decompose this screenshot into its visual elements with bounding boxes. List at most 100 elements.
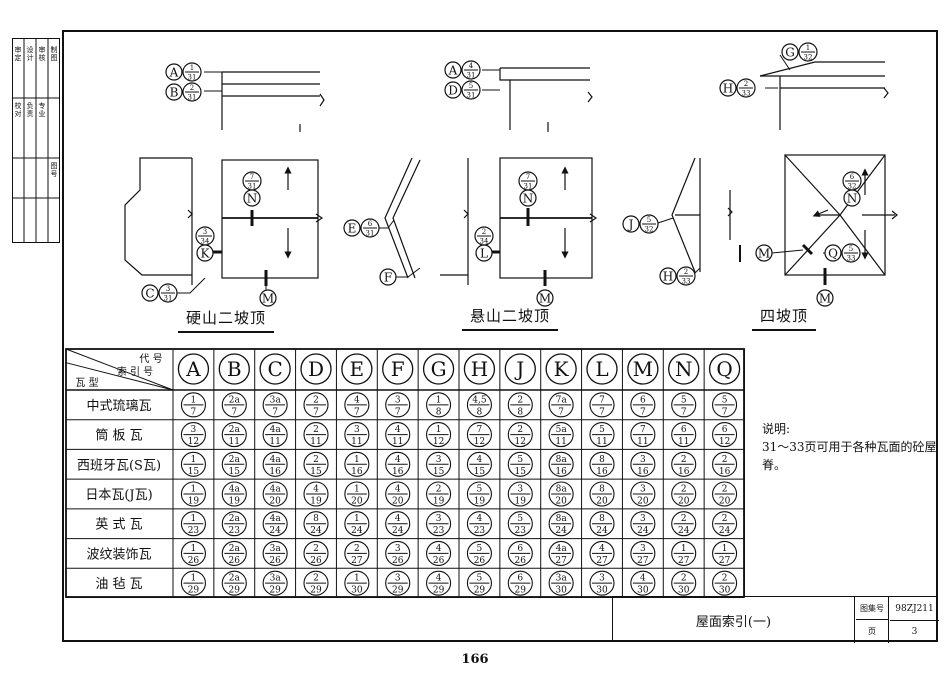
callout-circle	[196, 244, 214, 262]
index-cell-num: 5	[681, 395, 687, 405]
index-cell-num: 3	[640, 455, 646, 465]
index-cell: 37	[385, 392, 411, 418]
callout-circle	[444, 61, 462, 79]
index-cell: 629	[507, 570, 533, 596]
index-cell-num: 2	[313, 544, 319, 554]
index-cell-den: 7	[191, 407, 197, 417]
index-cell: 611	[671, 422, 697, 448]
index-cell: 216	[671, 451, 697, 477]
column-H: H	[463, 353, 496, 385]
index-cell-num: 1	[354, 485, 360, 495]
index-cell-den: 30	[678, 586, 690, 596]
index-cell-num: 5a	[556, 425, 568, 435]
index-cell: 427	[589, 540, 615, 566]
callout-M: M	[816, 289, 834, 307]
index-cell-den: 7	[313, 407, 319, 417]
callout-circle	[444, 81, 462, 99]
index-cell-num: 3	[395, 544, 401, 554]
column-letter: K	[554, 357, 570, 381]
index-cell-num: 6	[722, 425, 728, 435]
index-cell-den: 29	[310, 586, 322, 596]
callout-letter: E	[348, 222, 357, 236]
index-cell: 511	[589, 422, 615, 448]
index-cell-num: 2	[517, 395, 523, 405]
index-cell: 124	[344, 511, 370, 537]
index-cell-den: 12	[433, 437, 444, 447]
index-cell-den: 16	[392, 467, 404, 477]
index-cell: 17	[180, 392, 206, 418]
index-cell-den: 30	[555, 586, 567, 596]
index-cell-num: 3	[640, 485, 646, 495]
binding-label: 核	[39, 53, 46, 62]
index-cell-den: 27	[555, 556, 567, 566]
index-cell-num: 2a	[229, 425, 241, 435]
index-cell-den: 16	[596, 467, 608, 477]
index-cell-num: 2	[313, 395, 319, 405]
index-cell: 316	[630, 451, 656, 477]
index-cell-num: 4a	[270, 425, 282, 435]
index-cell-den: 11	[351, 437, 362, 447]
index-cell-num: 8	[313, 514, 319, 524]
callout-letter: N	[247, 192, 258, 206]
index-cell-num: 4	[477, 455, 483, 465]
index-cell-den: 26	[229, 556, 241, 566]
notes-text: 31～33页可用于各种瓦面的砼屋脊。	[762, 440, 937, 472]
index-cell-den: 27	[719, 556, 731, 566]
binding-label: 图	[51, 54, 58, 62]
row-label: 波纹装饰瓦	[86, 547, 151, 562]
column-K: K	[545, 353, 577, 385]
index-cell-num: 4	[395, 455, 401, 465]
callout-den: 31	[188, 94, 197, 102]
index-cell: 220	[671, 481, 697, 507]
table-row: 西班牙瓦(S瓦)1152a154a162151164163154155158a1…	[77, 451, 738, 477]
index-cell-num: 5	[599, 425, 605, 435]
row-label: 中式琉璃瓦	[86, 399, 151, 414]
index-cell-num: 3	[436, 455, 442, 465]
index-cell: 119	[180, 481, 206, 507]
callout-circle	[519, 189, 537, 207]
index-cell-den: 29	[474, 586, 486, 596]
index-cell-num: 3	[640, 514, 646, 524]
index-cell-den: 24	[637, 526, 649, 536]
index-cell-den: 19	[433, 497, 445, 507]
index-cell-den: 20	[719, 497, 731, 507]
index-cell-den: 29	[433, 586, 445, 596]
index-cell: 129	[180, 570, 206, 596]
index-cell: 18	[426, 392, 452, 418]
index-cell-den: 7	[599, 407, 605, 417]
index-cell: 7a7	[548, 392, 574, 418]
column-letter: Q	[716, 357, 732, 381]
caption-overhang-gable: 悬山二坡顶	[462, 305, 559, 331]
index-cell-den: 23	[515, 526, 527, 536]
column-circle	[463, 353, 496, 385]
index-cell-num: 3	[436, 514, 442, 524]
index-cell-den: 27	[596, 556, 608, 566]
index-cell-den: 26	[474, 556, 486, 566]
page-number: 166	[461, 652, 489, 667]
index-cell-num: 5	[722, 395, 728, 405]
index-cell-den: 20	[596, 497, 608, 507]
binding-label: 设	[27, 45, 34, 54]
index-cell-den: 7	[395, 407, 401, 417]
column-letter: M	[633, 357, 653, 381]
column-letter: C	[267, 357, 282, 381]
index-cell-num: 7a	[556, 395, 568, 405]
index-cell-den: 30	[596, 586, 608, 596]
binding-label: 计	[27, 53, 34, 62]
index-cell: 824	[303, 511, 329, 537]
index-cell-den: 15	[515, 467, 527, 477]
index-cell-num: 7	[599, 395, 605, 405]
index-cell: 123	[180, 511, 206, 537]
index-cell-num: 1	[191, 514, 197, 524]
